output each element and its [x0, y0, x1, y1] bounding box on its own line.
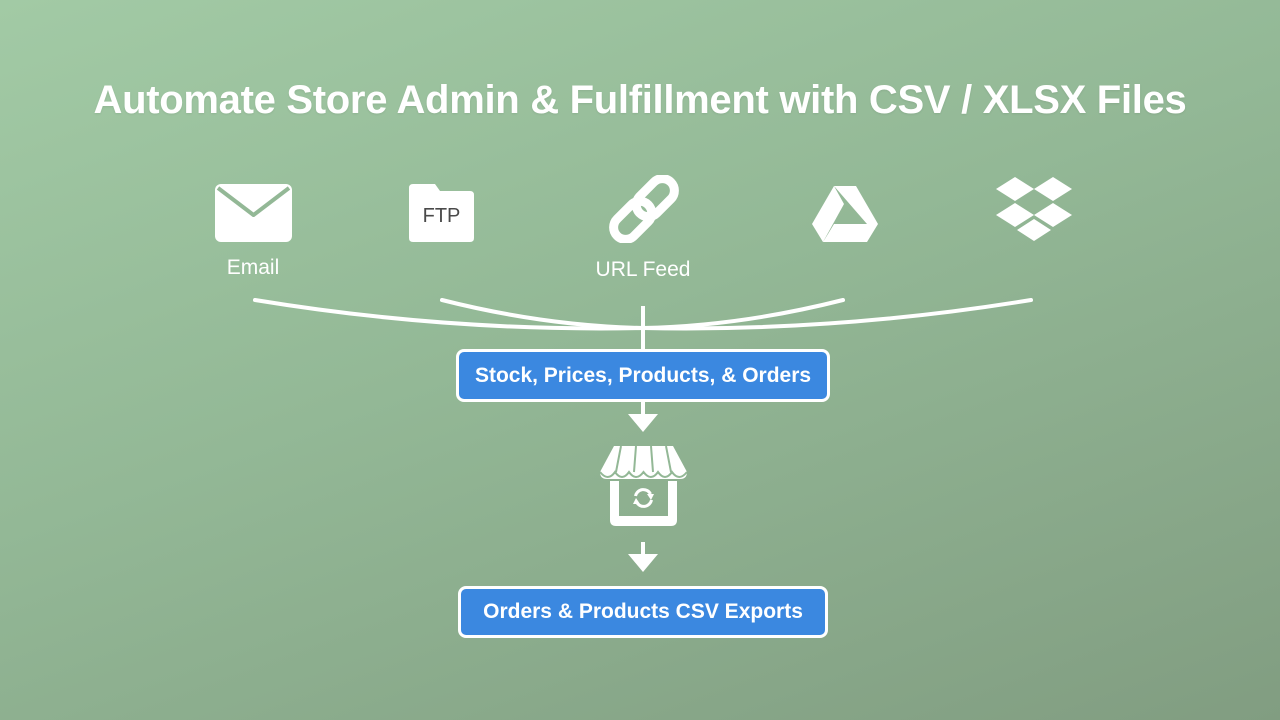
ftp-folder-text: FTP [422, 205, 461, 227]
import-data-label: Stock, Prices, Products, & Orders [474, 363, 812, 387]
export-data-label: Orders & Products CSV Exports [483, 600, 803, 623]
store-sync-icon [600, 446, 687, 526]
connector-ftp [440, 298, 645, 330]
dropbox-icon [996, 177, 1072, 241]
import-data-box: Stock, Prices, Products, & Orders [456, 349, 830, 402]
source-label-url-feed: URL Feed [595, 258, 691, 281]
diagram-title: Automate Store Admin & Fulfillment with … [93, 78, 1187, 122]
connector-email [253, 298, 645, 331]
arrow-down-1-head [628, 414, 658, 432]
arrow-down-2-head [628, 554, 658, 572]
source-label-email: Email [226, 256, 280, 279]
google-drive-icon [812, 186, 878, 242]
email-icon [215, 184, 292, 242]
connector-dropbox [641, 298, 1033, 331]
ftp-folder-icon [409, 184, 474, 242]
export-data-box: Orders & Products CSV Exports [458, 586, 828, 638]
link-icon [609, 175, 679, 243]
